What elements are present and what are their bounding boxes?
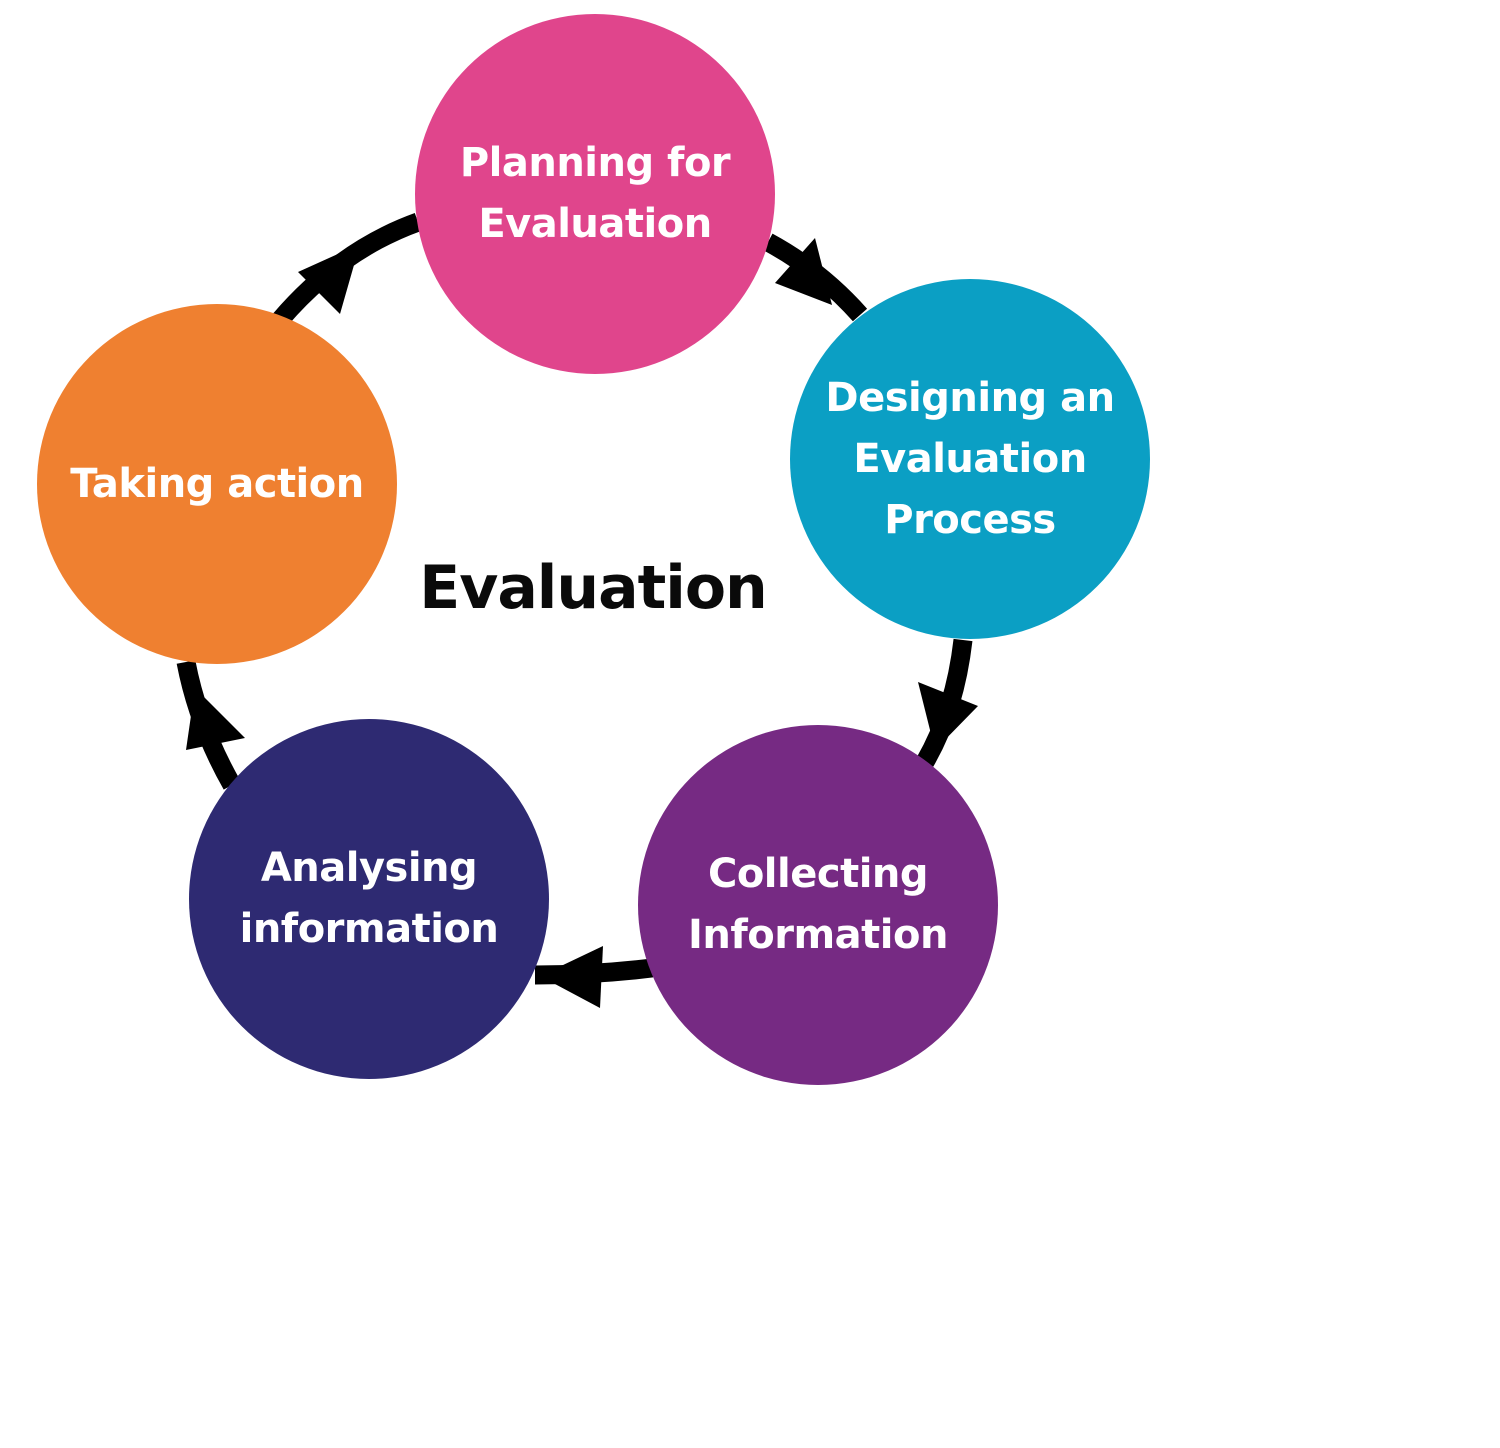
arrowhead-collecting-to-analysing [540,946,603,1008]
step-designing-label: Designing an Evaluation Process [825,374,1115,543]
step-analysing-information: Analysing information [189,719,549,1079]
step-planning-for-evaluation: Planning for Evaluation [415,14,775,374]
step-designing-evaluation-process: Designing an Evaluation Process [790,279,1150,639]
step-taking-label: Taking action [70,460,364,507]
step-planning-label: Planning for Evaluation [459,140,731,247]
arrowhead-taking-to-planning [298,244,360,314]
center-title: Evaluation [419,553,768,623]
arrowhead-designing-to-collecting [918,682,978,750]
arrowhead-analysing-to-taking [186,688,245,750]
step-collecting-information: Collecting Information [638,725,998,1085]
step-collecting-label: Collecting Information [688,851,948,958]
step-analysing-label: Analysing information [239,845,499,952]
arrowhead-planning-to-designing [775,238,832,305]
step-taking-action: Taking action [37,304,397,664]
